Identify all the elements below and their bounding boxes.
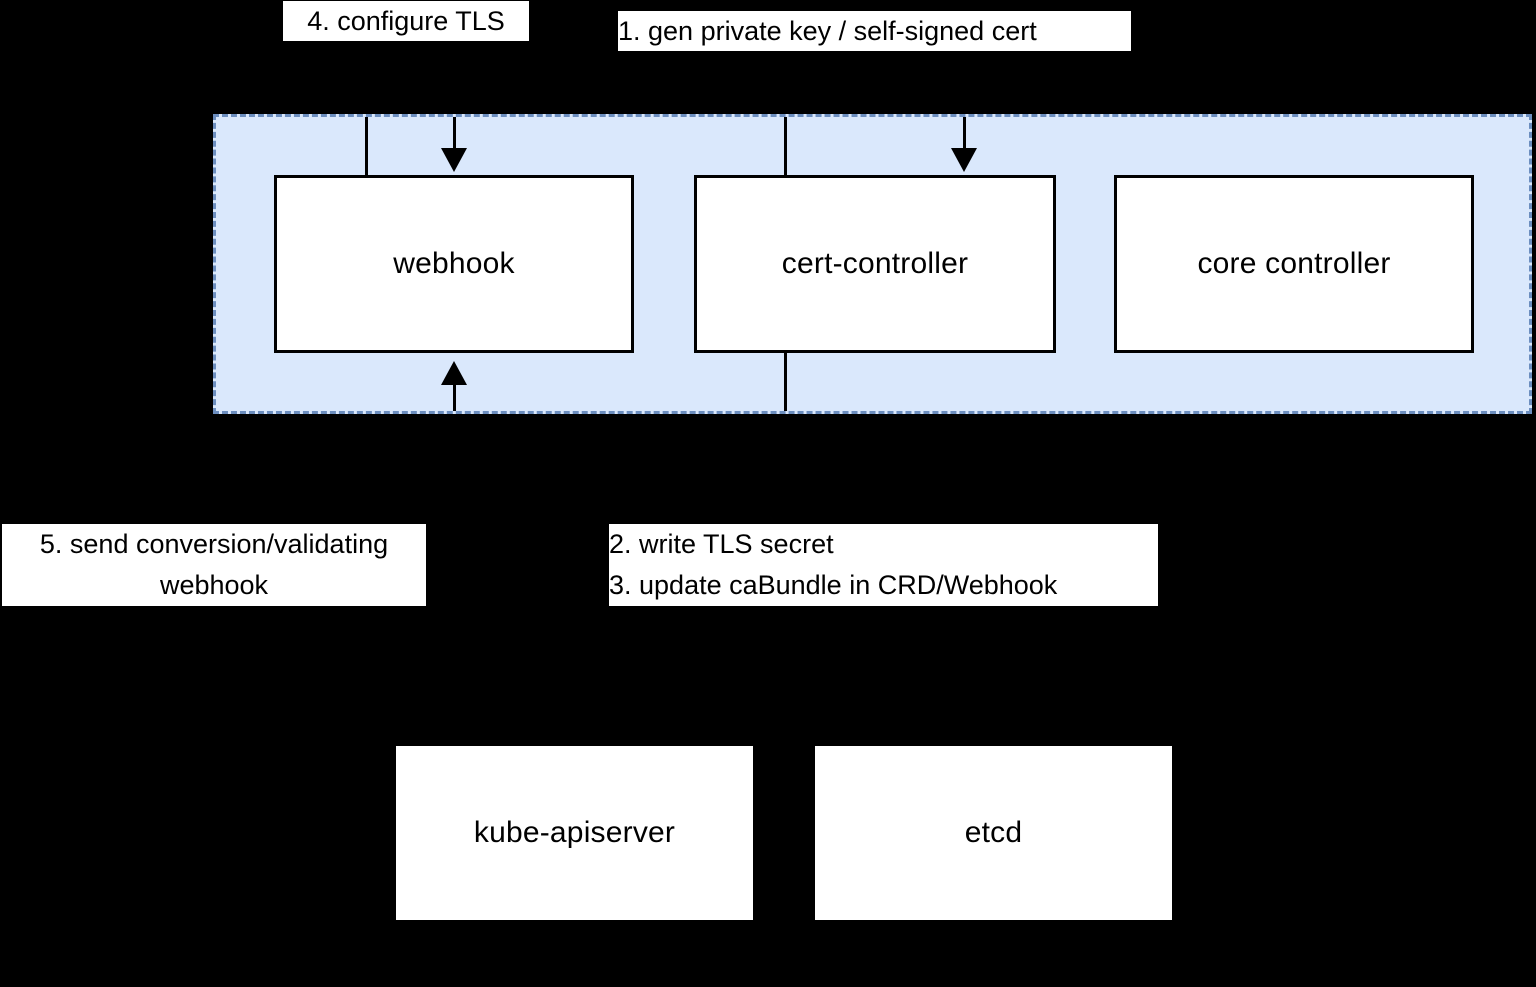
node-cert-controller[interactable]: cert-controller (694, 175, 1056, 353)
edge-configure-tls-to-webhook-arrow-line (453, 117, 456, 167)
arrow-up-icon (441, 361, 467, 385)
label-configure-tls: 4. configure TLS (283, 1, 529, 41)
arrow-down-icon (441, 148, 467, 172)
node-kube-apiserver[interactable]: kube-apiserver (396, 746, 753, 920)
edge-gen-key-to-cert-controller-arrow-line (963, 117, 966, 167)
edge-gen-key-to-cert-controller-line (784, 117, 787, 175)
label-send-conversion-validating-webhook: 5. send conversion/validating webhook (2, 524, 426, 606)
node-webhook[interactable]: webhook (274, 175, 634, 353)
label-write-tls-secret-update-cabundle: 2. write TLS secret 3. update caBundle i… (609, 524, 1158, 606)
arrow-down-icon (951, 148, 977, 172)
edge-cert-controller-to-write-update-line (784, 353, 787, 411)
node-etcd[interactable]: etcd (815, 746, 1172, 920)
edge-configure-tls-to-webhook-line (365, 117, 368, 175)
node-core-controller[interactable]: core controller (1114, 175, 1474, 353)
edge-send-webhook-to-webhook-line (453, 370, 456, 411)
label-gen-private-key: 1. gen private key / self-signed cert (618, 11, 1131, 51)
